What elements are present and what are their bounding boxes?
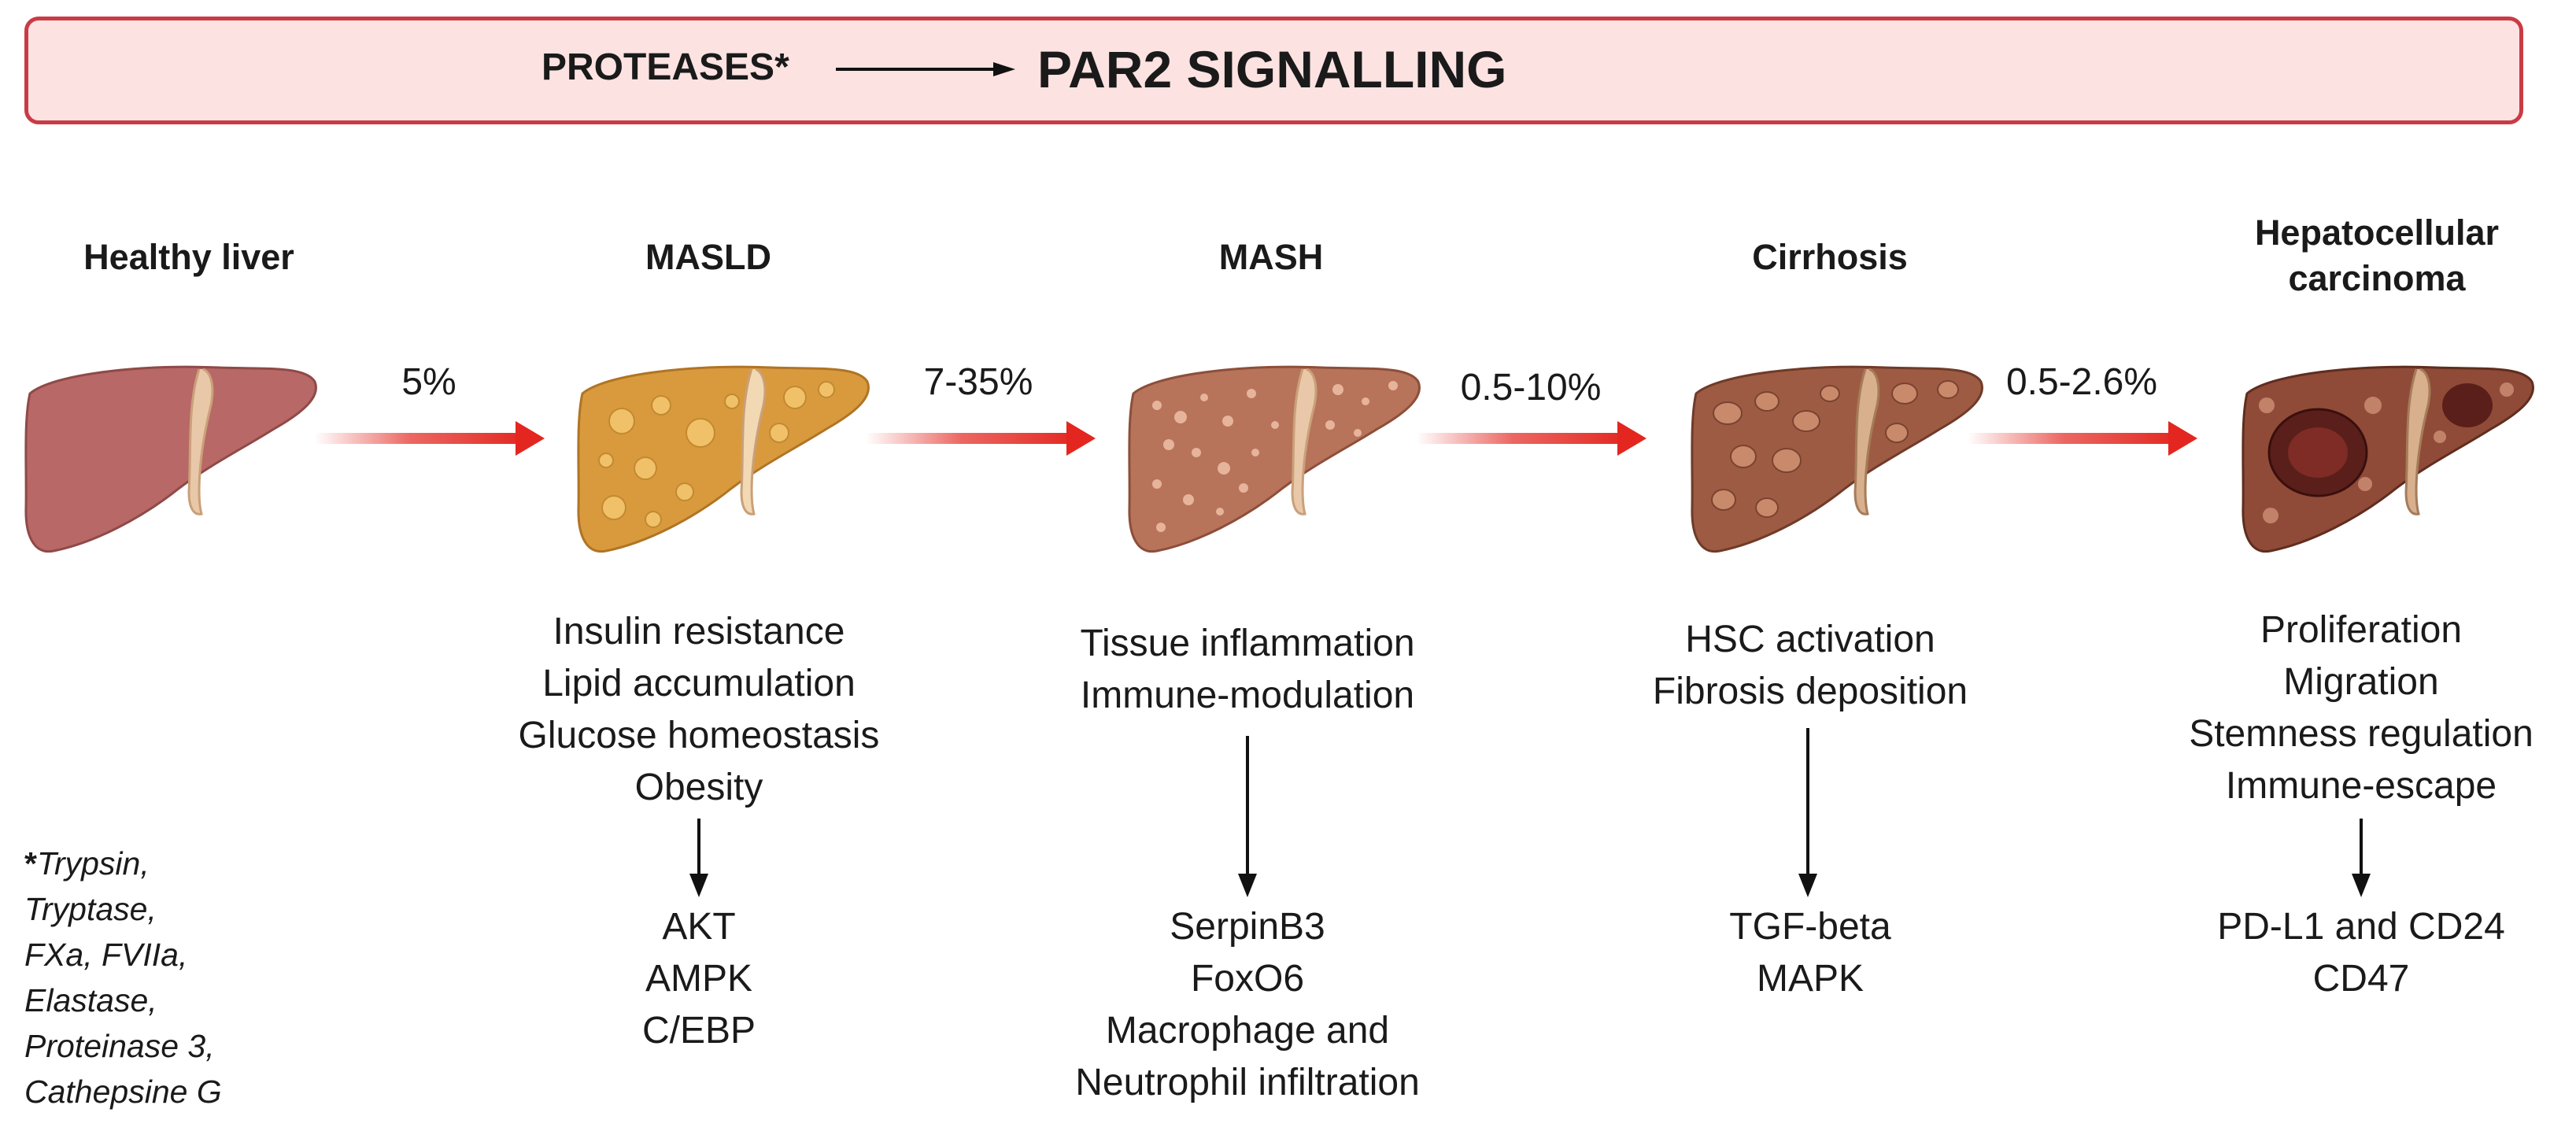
masld-target: AMPK	[645, 958, 753, 1000]
fatty-liver-icon	[577, 365, 870, 553]
transition-rate-3: 0.5-10%	[1460, 367, 1602, 408]
hcc-targets: PD-L1 and CD24 CD47	[2117, 901, 2576, 1005]
proteases-footnote: *Trypsin, Tryptase, FXa, FVIIa, Elastase…	[24, 841, 222, 1114]
stage-title-healthy: Healthy liver	[83, 237, 294, 277]
transition-arrow-4	[1968, 421, 2197, 456]
masld-process: Insulin resistance	[553, 611, 845, 652]
mash-target: FoxO6	[1190, 958, 1305, 1000]
tumor-liver-icon	[2242, 365, 2534, 553]
masld-down-arrow	[689, 819, 708, 897]
transition-arrow-1	[315, 421, 545, 456]
hcc-process: Immune-escape	[2225, 765, 2497, 807]
mash-target: Neutrophil infiltration	[1075, 1062, 1420, 1103]
cirrhosis-down-arrow	[1798, 728, 1817, 897]
cirrhosis-processes: HSC activation Fibrosis deposition	[1566, 614, 2054, 718]
footnote-line: Trypsin,	[36, 845, 150, 882]
stage-title-hcc-line1: Hepatocellular	[2254, 213, 2500, 253]
mash-down-arrow	[1238, 736, 1257, 897]
mash-process: Immune-modulation	[1080, 675, 1415, 716]
cirrhosis-target: TGF-beta	[1729, 906, 1891, 948]
header-arrow-icon	[836, 62, 1015, 76]
footnote-line: Cathepsine G	[24, 1074, 222, 1110]
hcc-process: Migration	[2283, 661, 2439, 703]
mash-targets: SerpinB3 FoxO6 Macrophage and Neutrophil…	[1003, 901, 1491, 1109]
masld-target: C/EBP	[641, 1010, 756, 1052]
hcc-process: Proliferation	[2260, 609, 2463, 651]
cirrhotic-liver-icon	[1691, 365, 1983, 553]
footnote-line: Elastase,	[24, 982, 157, 1018]
masld-targets: AKT AMPK C/EBP	[455, 901, 943, 1057]
cirrhosis-targets: TGF-beta MAPK	[1566, 901, 2054, 1005]
par2-signalling-label: PAR2 SIGNALLING	[1037, 40, 1507, 98]
mash-target: SerpinB3	[1170, 906, 1325, 948]
stage-title-hcc: Hepatocellular carcinoma	[2157, 210, 2576, 301]
masld-process: Obesity	[634, 767, 763, 808]
stage-title-mash: MASH	[1218, 237, 1324, 277]
masld-process: Glucose homeostasis	[518, 715, 880, 756]
transition-rate-2: 7-35%	[923, 361, 1033, 403]
hcc-target: PD-L1 and CD24	[2217, 906, 2505, 948]
hcc-process: Stemness regulation	[2189, 713, 2533, 755]
header-banner	[24, 17, 2523, 124]
mash-target: Macrophage and	[1105, 1010, 1390, 1052]
transition-arrow-3	[1417, 421, 1646, 456]
cirrhosis-process: Fibrosis deposition	[1652, 671, 1968, 712]
stage-title-hcc-line2: carcinoma	[2288, 258, 2466, 298]
footnote-star: *	[24, 845, 37, 882]
stage-title-masld: MASLD	[645, 237, 771, 277]
cirrhosis-process: HSC activation	[1685, 619, 1935, 660]
transition-rate-1: 5%	[401, 361, 456, 403]
footnote-line: Proteinase 3,	[24, 1028, 215, 1064]
masld-process: Lipid accumulation	[542, 663, 856, 704]
stage-title-cirrhosis: Cirrhosis	[1752, 237, 1908, 277]
cirrhosis-target: MAPK	[1756, 958, 1865, 1000]
masld-processes: Insulin resistance Lipid accumulation Gl…	[455, 606, 943, 814]
mash-process: Tissue inflammation	[1080, 623, 1415, 664]
hcc-processes: Proliferation Migration Stemness regulat…	[2117, 604, 2576, 812]
mash-processes: Tissue inflammation Immune-modulation	[1003, 618, 1491, 722]
proteases-label: PROTEASES*	[541, 46, 789, 88]
transition-arrow-2	[866, 421, 1096, 456]
footnote-line: FXa, FVIIa,	[24, 937, 188, 973]
healthy-liver-icon	[24, 365, 317, 553]
inflamed-liver-icon	[1128, 365, 1421, 553]
masld-target: AKT	[662, 906, 736, 948]
hcc-target: CD47	[2312, 958, 2410, 1000]
transition-rate-4: 0.5-2.6%	[2005, 361, 2158, 403]
footnote-line: Tryptase,	[24, 891, 157, 927]
hcc-down-arrow	[2352, 819, 2371, 897]
